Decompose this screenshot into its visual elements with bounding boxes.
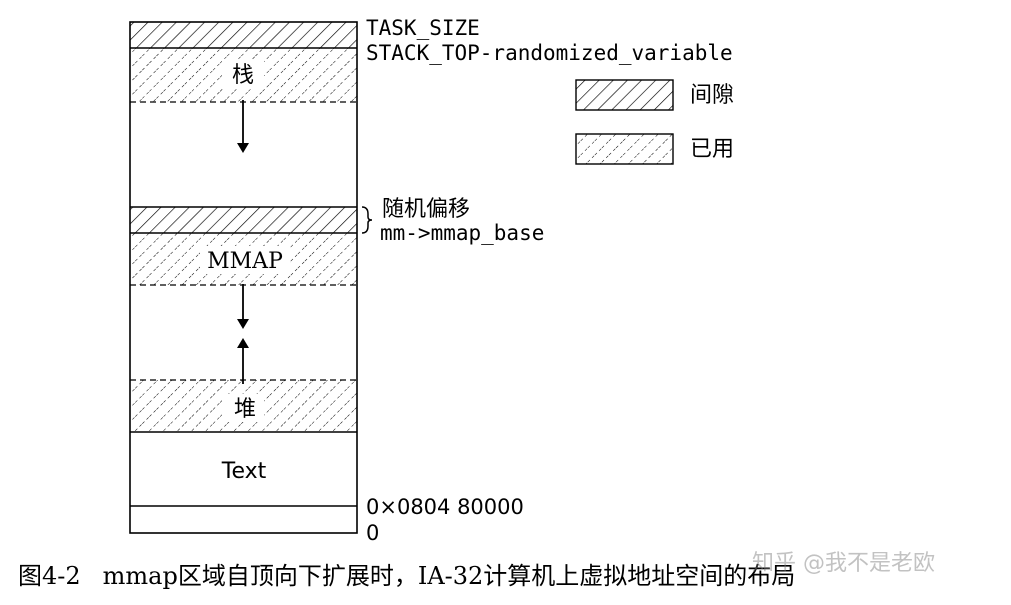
random-offset-label: 随机偏移 <box>382 197 470 222</box>
figure-caption-text: mmap区域自顶向下扩展时，IA-32计算机上虚拟地址空间的布局 <box>102 562 796 590</box>
legend-used-swatch <box>575 133 674 165</box>
legend-gap-swatch <box>575 79 674 111</box>
text-segment-label: Text <box>221 459 267 484</box>
heap-label: 堆 <box>234 397 256 422</box>
address-space-column <box>129 21 358 534</box>
zero-address-label: 0 <box>366 521 379 545</box>
legend-used-label: 已用 <box>690 137 734 162</box>
mmap-label: MMAP <box>207 249 283 274</box>
legend-gap-label: 间隙 <box>690 83 734 108</box>
random-offset-gap-region <box>130 207 357 233</box>
legend: 间隙 已用 <box>575 79 734 165</box>
watermark: 知乎 @我不是老欧 <box>752 551 935 576</box>
figure-caption: 图4-2 mmap区域自顶向下扩展时，IA-32计算机上虚拟地址空间的布局 <box>18 556 998 596</box>
mmap-base-label: mm->mmap_base <box>380 221 544 245</box>
task-size-label: TASK_SIZE <box>366 16 480 40</box>
stack-top-label: STACK_TOP-randomized_variable <box>366 41 733 65</box>
text-start-address-label: 0×0804 80000 <box>366 495 524 519</box>
stack-label: 栈 <box>232 63 254 88</box>
top-gap-region <box>130 22 357 48</box>
random-offset-brace <box>361 206 373 234</box>
figure-number: 图4-2 <box>18 562 81 590</box>
